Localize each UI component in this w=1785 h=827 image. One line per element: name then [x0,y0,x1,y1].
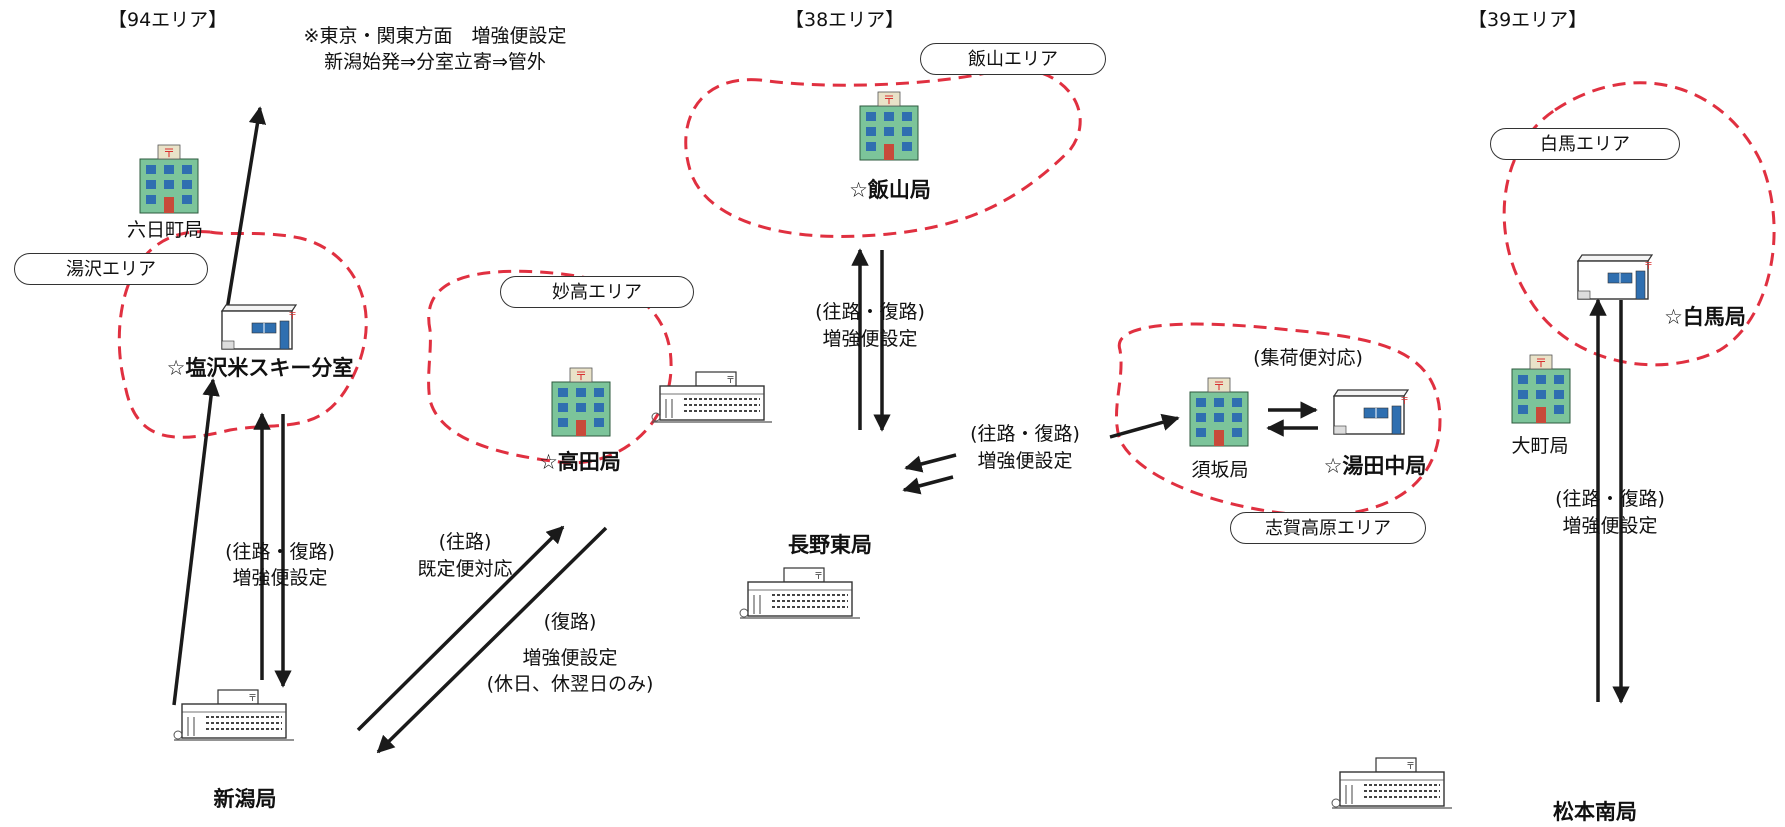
hakuba-area-outline [1502,81,1776,367]
shigakogen-area-label: 志賀高原エリア [1230,512,1426,544]
omachi-building-icon [1511,354,1571,424]
shiozawa-building-icon [221,304,298,350]
route-arrow [376,526,608,754]
route-arrow [1109,413,1180,439]
omachi-office-label: 大町局 [1511,435,1569,457]
route-takada-out-label-2: 既定便対応 [417,558,513,580]
takada-building-icon [551,367,611,437]
yudanaka-office-label: ☆湯田中局 [1323,454,1427,478]
route-takada-back-label-1: (復路) [543,611,597,633]
route-niigata-shiozawa-label-1: (往路・復路) [225,541,335,563]
myoko-area-label: 妙高エリア [500,276,694,308]
region-label-39: 【39エリア】 [1468,9,1588,31]
route-nagano-iiyama-label-1: (往路・復路) [815,301,925,323]
iiyama-area-outline [684,67,1082,238]
route-nagano-suzaka-label-2: 増強便設定 [977,450,1073,472]
route-nagano-iiyama-label-2: 増強便設定 [822,328,918,350]
route-arrow [223,106,267,323]
route-nagano-suzaka-label-1: (往路・復路) [970,423,1080,445]
route-suzaka-yudanaka-label: (集荷便対応) [1253,347,1363,369]
route-niigata-shiozawa-label-2: 増強便設定 [232,567,328,589]
yudanaka-building-icon [1333,389,1410,435]
route-matsumoto-hakuba-label-1: (往路・復路) [1555,488,1665,510]
matsumoto-minami-building-icon [1331,757,1453,809]
route-takada-back-label-3: (休日、休翌日のみ) [486,673,654,695]
suzaka-building-icon [1189,377,1249,447]
iiyama-building-icon [859,91,919,161]
route-takada-back-label-2: 増強便設定 [522,647,618,669]
route-arrow [904,453,957,473]
yuzawa-area-label: 湯沢エリア [14,253,208,285]
route-arrow [902,475,954,495]
tokamachi-building-icon [139,144,199,214]
region-label-94: 【94エリア】 [108,9,228,31]
iiyama-area-label: 飯山エリア [920,43,1106,75]
note-line-1: ※東京・関東方面 増強便設定 [303,25,567,47]
hakuba-building-icon [1577,254,1654,300]
suzaka-office-label: 須坂局 [1191,459,1249,481]
niigata-office-label: 新潟局 [213,787,277,811]
nagano-higashi-building-icon [739,567,861,619]
niigata-building-icon [173,689,295,741]
route-matsumoto-hakuba-label-2: 増強便設定 [1562,515,1658,537]
route-arrow [356,525,565,732]
nagano-higashi-office-label: 長野東局 [788,533,872,557]
hakuba-office-label: ☆白馬局 [1664,305,1746,329]
shigakogen-area-outline [1115,322,1442,518]
hakuba-area-label: 白馬エリア [1490,128,1680,160]
takada-office-label: ☆高田局 [539,450,621,474]
route-takada-out-label-1: (往路) [438,531,492,553]
route-arrow [172,378,220,706]
tokamachi-office-label: 六日町局 [126,219,203,241]
iiyama-office-label: ☆飯山局 [849,178,931,202]
shiozawa-office-label: ☆塩沢米スキー分室 [166,356,354,380]
note-line-2: 新潟始発⇒分室立寄⇒管外 [324,51,546,73]
matsumoto-minami-office-label: 松本南局 [1553,800,1637,824]
yuzawa-area-outline [117,230,368,439]
region-label-38: 【38エリア】 [785,9,905,31]
